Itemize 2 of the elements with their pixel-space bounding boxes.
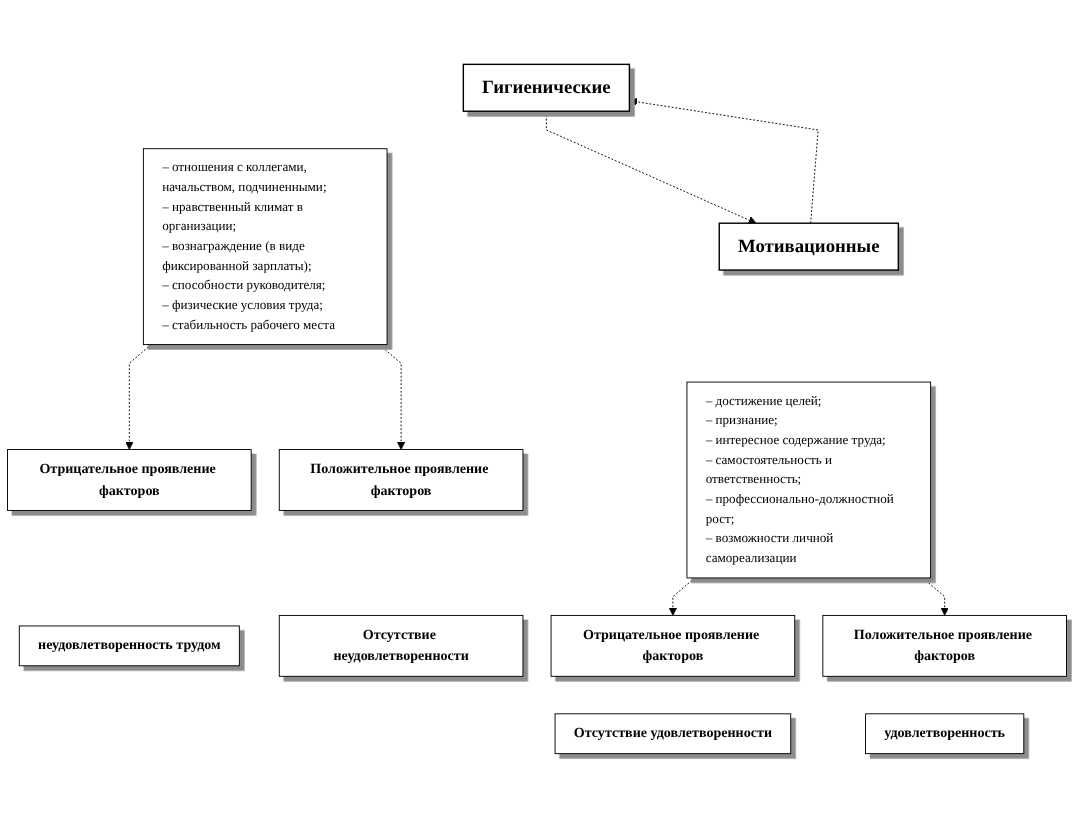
node-box: Гигиенические bbox=[462, 63, 631, 112]
node-box: Мотивационные bbox=[718, 222, 900, 271]
